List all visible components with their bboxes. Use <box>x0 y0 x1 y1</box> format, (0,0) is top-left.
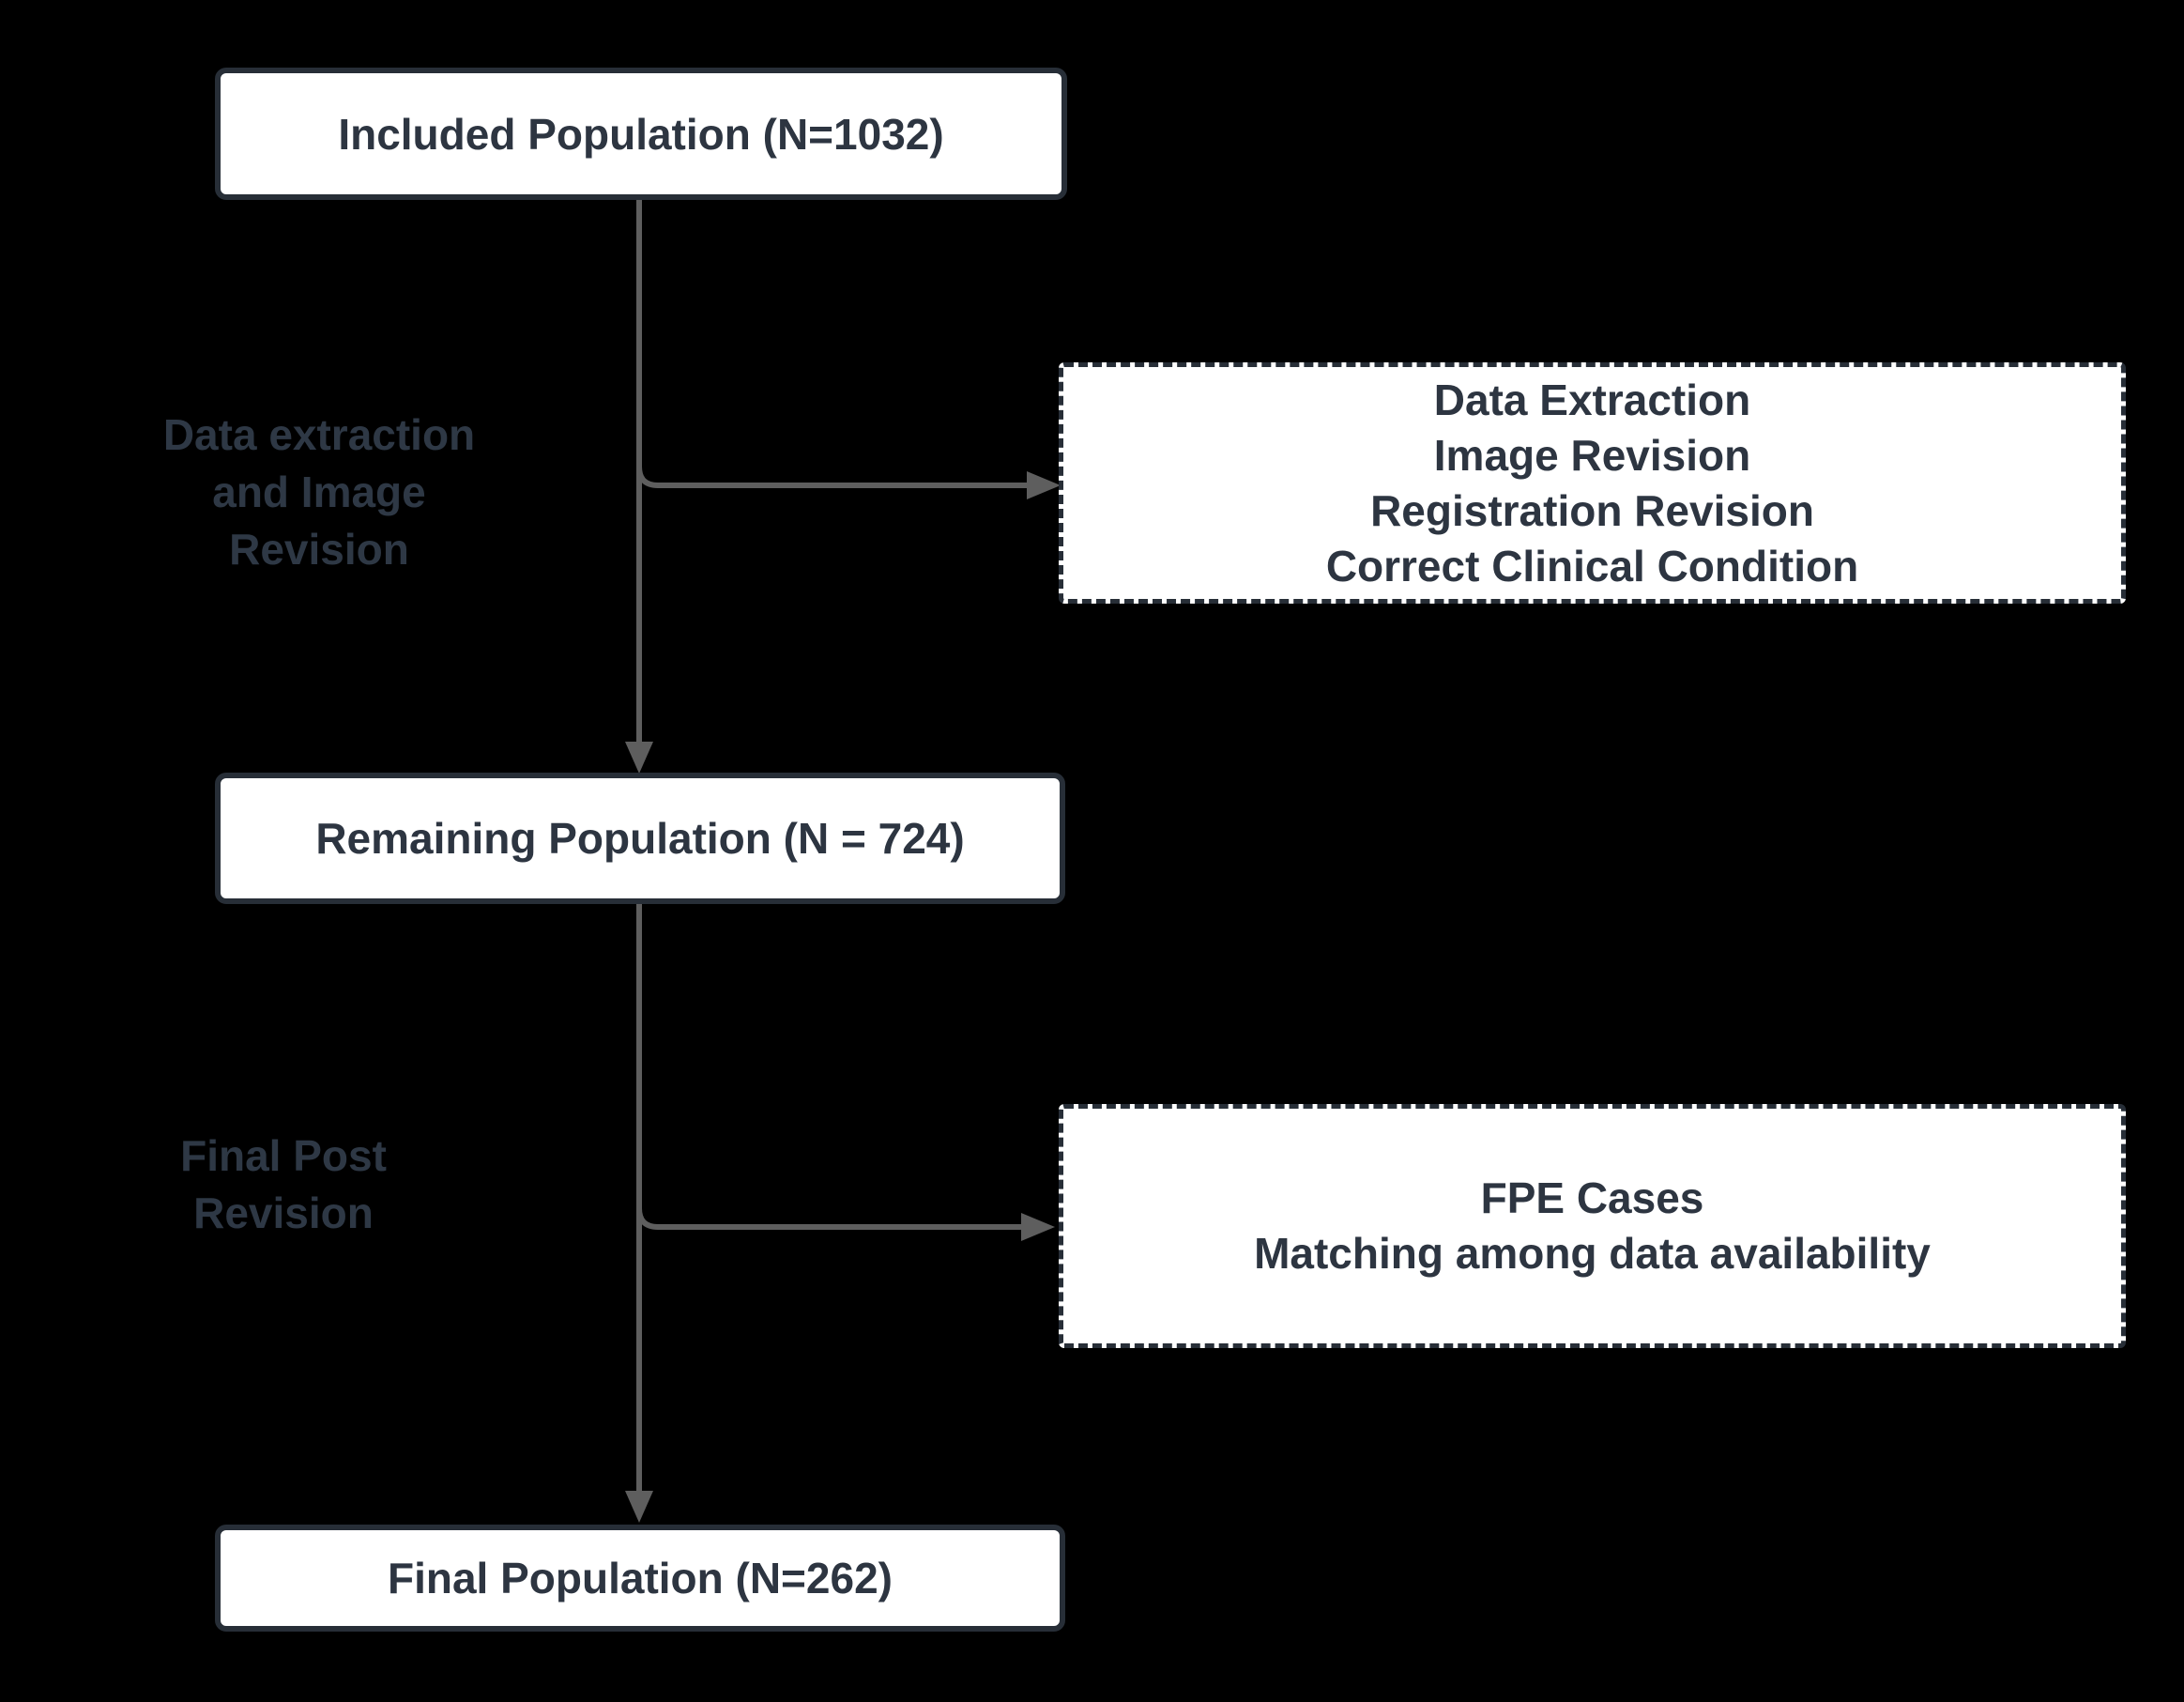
stage-label-final-post-revision: Final Post Revision <box>96 1127 471 1242</box>
node-fpe-cases: FPE Cases Matching among data availabili… <box>1059 1104 2126 1348</box>
node-line: Correct Clinical Condition <box>1325 541 1859 590</box>
stage-label-line: Data extraction <box>162 410 476 459</box>
arrow-branch-to-revision-box <box>636 466 1061 499</box>
node-label: Final Population (N=262) <box>387 1554 893 1602</box>
node-included-population: Included Population (N=1032) <box>215 68 1067 200</box>
arrow-branch-to-fpe-box <box>636 1207 1055 1241</box>
node-line: Registration Revision <box>1370 485 1814 535</box>
arrowhead-down-icon <box>625 1491 653 1523</box>
stage-label-line: Final Post <box>180 1131 387 1180</box>
arrow-remaining-to-final <box>625 904 653 1523</box>
node-line: Image Revision <box>1433 430 1751 480</box>
arrowhead-down-icon <box>625 742 653 774</box>
node-label: Remaining Population (N = 724) <box>315 814 965 863</box>
arrowhead-right-icon <box>1027 471 1061 499</box>
stage-label-line: Revision <box>193 1188 374 1237</box>
node-line: Data Extraction <box>1433 375 1751 424</box>
node-final-population: Final Population (N=262) <box>215 1525 1065 1632</box>
arrowhead-right-icon <box>1021 1213 1055 1241</box>
stage-label-line: and Image <box>212 468 426 516</box>
stage-label-data-extraction: Data extraction and Image Revision <box>84 406 554 578</box>
node-line: FPE Cases <box>1480 1173 1704 1222</box>
arrow-included-to-remaining <box>625 200 653 774</box>
node-data-extraction-revision: Data Extraction Image Revision Registrat… <box>1059 362 2126 604</box>
node-label: Included Population (N=1032) <box>338 109 944 159</box>
node-remaining-population: Remaining Population (N = 724) <box>215 773 1065 904</box>
node-line: Matching among data availability <box>1254 1229 1931 1278</box>
stage-label-line: Revision <box>229 525 409 574</box>
